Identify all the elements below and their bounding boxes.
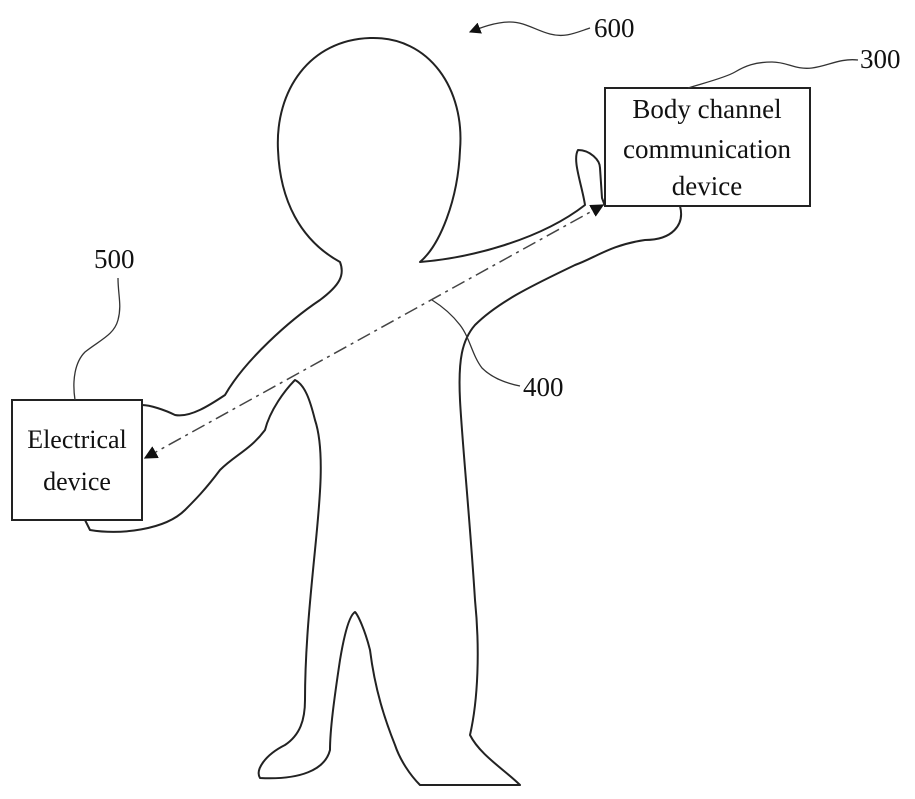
leader-500 (73, 277, 121, 401)
ref-label-600: 600 (594, 13, 635, 43)
electrical-device-line1: Electrical (27, 425, 127, 454)
leader-400 (431, 299, 521, 387)
electrical-device-line2: device (43, 467, 111, 496)
ref-label-300: 300 (860, 44, 901, 74)
leader-300 (687, 59, 859, 89)
ref-label-400: 400 (523, 372, 564, 402)
body-channel-device-box (604, 87, 811, 207)
body-channel-device-line1: Body channel (632, 94, 781, 124)
body-channel-device-line2: communication (623, 134, 791, 164)
electrical-device-box (11, 399, 143, 521)
signal-path-line (143, 204, 605, 459)
leader-600 (468, 21, 591, 37)
body-channel-device-line3: device (672, 171, 742, 201)
human-figure-outline (84, 36, 683, 786)
ref-label-500: 500 (94, 244, 135, 274)
